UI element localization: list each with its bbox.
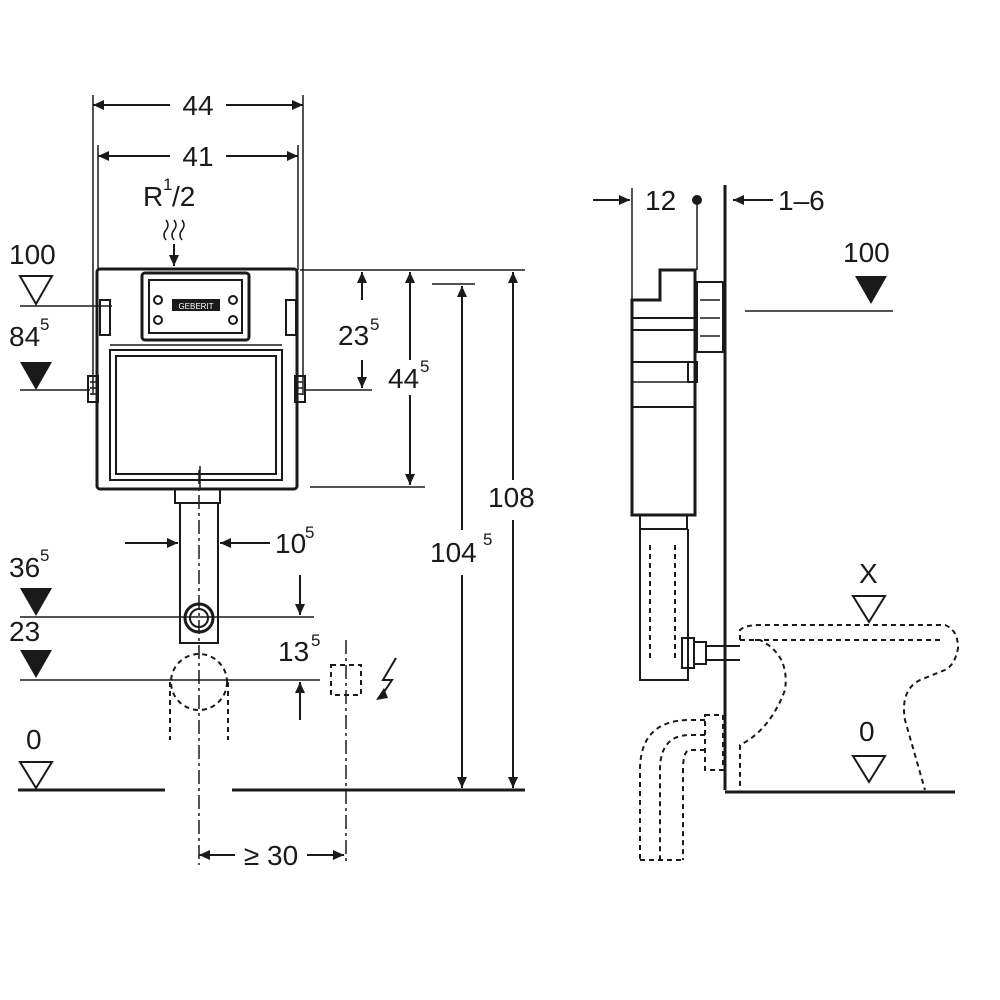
svg-text:1–6: 1–6: [778, 185, 825, 216]
svg-text:100: 100: [9, 239, 56, 270]
svg-text:5: 5: [305, 523, 314, 542]
electrical-connection-icon: [376, 657, 397, 700]
level-marker-0-front: 0: [18, 724, 525, 792]
svg-text:13: 13: [278, 636, 309, 667]
dimension-23-5: 23 5: [300, 269, 525, 391]
svg-text:5: 5: [420, 357, 429, 376]
svg-text:104: 104: [430, 537, 477, 568]
level-marker-84-front: 84 5: [9, 315, 90, 391]
level-marker-0-side: 0: [725, 716, 955, 794]
svg-text:36: 36: [9, 552, 40, 583]
dimension-12: 12: [593, 185, 702, 305]
svg-text:R: R: [143, 181, 163, 212]
dimension-width-44: 44: [92, 90, 304, 395]
svg-text:5: 5: [40, 315, 49, 334]
water-supply-icon: [163, 219, 185, 266]
dimension-pipe-width: 10 5: [125, 523, 314, 559]
side-view: 12 1–6: [593, 185, 960, 861]
dimension-13-5: 13 5: [278, 575, 320, 720]
dimension-min-30: ≥ 30: [199, 840, 344, 871]
svg-text:/2: /2: [172, 181, 195, 212]
cistern-side: [630, 268, 724, 530]
flush-pipe-front: [169, 470, 229, 865]
svg-text:X: X: [859, 558, 878, 589]
electrical-socket: [330, 640, 362, 865]
level-marker-x-side: X: [851, 558, 887, 624]
svg-text:44: 44: [182, 90, 213, 121]
svg-text:5: 5: [311, 631, 320, 650]
svg-text:23: 23: [338, 320, 369, 351]
svg-text:23: 23: [9, 616, 40, 647]
svg-text:108: 108: [488, 482, 535, 513]
drain-pipe: [639, 714, 724, 861]
dimension-108: 108: [488, 272, 535, 788]
svg-text:44: 44: [388, 363, 419, 394]
svg-text:12: 12: [645, 185, 676, 216]
front-view: 44 41 R 1 /2: [9, 90, 535, 871]
svg-text:≥ 30: ≥ 30: [244, 840, 298, 871]
level-marker-36-front: 36 5: [9, 546, 314, 618]
svg-text:10: 10: [275, 528, 306, 559]
svg-text:0: 0: [859, 716, 875, 747]
level-marker-23-front: 23: [9, 616, 320, 681]
svg-text:5: 5: [483, 530, 492, 549]
svg-text:0: 0: [26, 724, 42, 755]
svg-text:5: 5: [40, 546, 49, 565]
svg-text:41: 41: [182, 141, 213, 172]
connection-label: R 1 /2: [143, 175, 195, 212]
level-marker-100-front: 100: [9, 239, 112, 307]
dimension-width-41: 41: [97, 141, 299, 270]
flush-pipe-side: [639, 529, 740, 681]
svg-text:84: 84: [9, 321, 40, 352]
svg-text:5: 5: [370, 315, 379, 334]
dimension-44-5: 44 5: [310, 272, 429, 488]
svg-text:1: 1: [163, 175, 172, 194]
toilet-bowl-outline: [739, 624, 960, 791]
dimension-104-5: 104 5: [430, 283, 492, 788]
svg-text:100: 100: [843, 237, 890, 268]
cistern-front: GEBERIT: [87, 267, 306, 491]
dimension-1-6: 1–6: [733, 185, 825, 216]
svg-text:GEBERIT: GEBERIT: [178, 302, 213, 311]
level-marker-100-side: 100: [745, 237, 893, 312]
